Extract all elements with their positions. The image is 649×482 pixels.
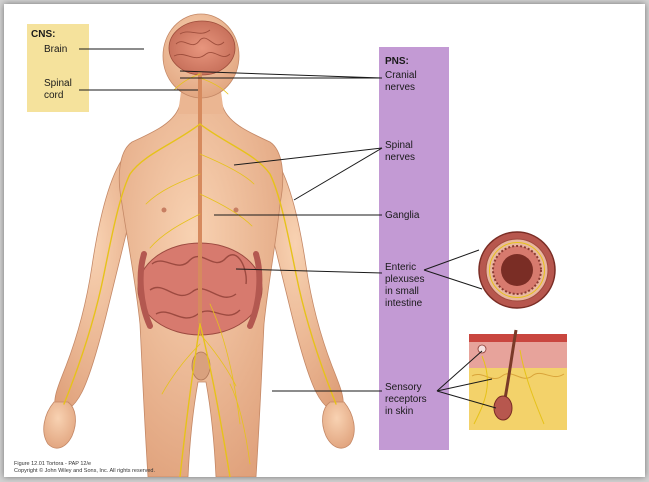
figure-caption-line1: Figure 12.01 Tortora - PAP 12/e: [14, 461, 91, 467]
pns-heading: PNS:: [385, 56, 409, 67]
skin-section-inset: [469, 330, 567, 430]
enteric-plexuses-label-line3: in small: [385, 286, 419, 297]
left-hand: [323, 402, 355, 448]
spinal-nerves-leader-line-2: [294, 148, 382, 200]
figure-frame: CNS: Brain Spinal cord PNS: Cranial nerv…: [4, 4, 645, 477]
enteric-plexuses-label-line4: intestine: [385, 298, 423, 309]
sensory-receptors-label-line3: in skin: [385, 406, 413, 417]
right-hand: [44, 402, 76, 448]
enteric-plexuses-label-line1: Enteric: [385, 262, 416, 273]
cranial-nerves-label-line2: nerves: [385, 82, 415, 93]
spinal-cord-label-line2: cord: [44, 90, 63, 101]
brain-label: Brain: [44, 44, 67, 55]
enteric-plexuses-label-line2: plexuses: [385, 274, 424, 285]
right-nipple: [162, 208, 167, 213]
nervous-system-diagram: CNS: Brain Spinal cord PNS: Cranial nerv…: [4, 4, 645, 477]
sensory-receptors-label-line1: Sensory: [385, 382, 422, 393]
cns-heading: CNS:: [31, 29, 55, 40]
figure-caption-line2: Copyright © John Wiley and Sons, Inc. Al…: [14, 467, 155, 474]
spinal-cord-label-line1: Spinal: [44, 78, 72, 89]
spinal-nerves-label-line2: nerves: [385, 152, 415, 163]
ganglia-label: Ganglia: [385, 210, 420, 221]
human-body-illustration: [44, 14, 355, 477]
spinal-nerves-label-line1: Spinal: [385, 140, 413, 151]
intestine-cross-section-inset: [479, 232, 555, 308]
skin-epidermis: [469, 334, 567, 342]
sensory-receptor-ending: [478, 345, 486, 353]
hair-follicle: [494, 396, 512, 420]
intestine-lumen: [501, 254, 533, 286]
sensory-receptors-label-line2: receptors: [385, 394, 427, 405]
cranial-nerves-label-line1: Cranial: [385, 70, 417, 81]
brain: [169, 21, 235, 75]
